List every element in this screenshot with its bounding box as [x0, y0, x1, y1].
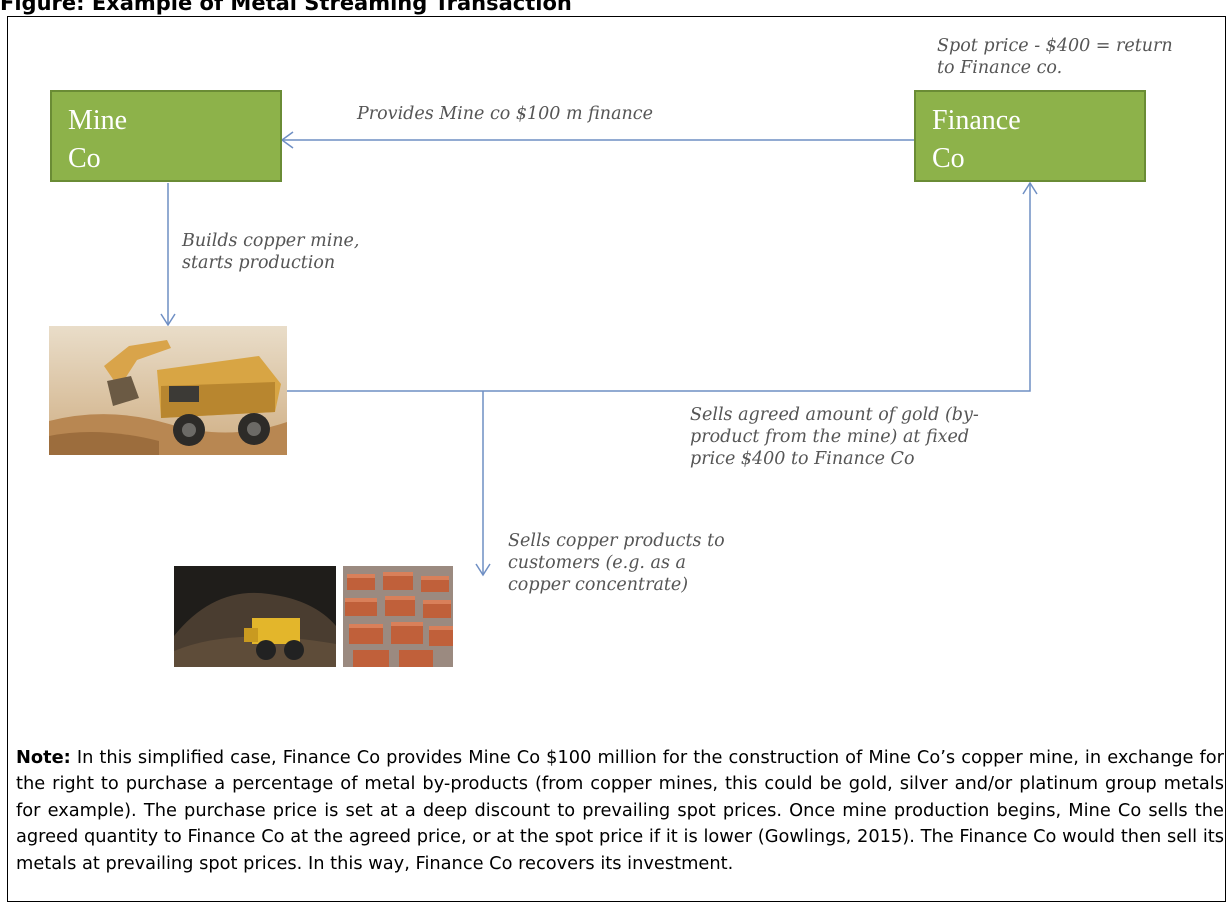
- finance-co-box: Finance Co: [914, 90, 1146, 182]
- spot-return-label: Spot price - $400 = return to Finance co…: [937, 36, 1173, 78]
- finance-co-line-1: Finance: [932, 105, 1021, 136]
- figure-frame: [7, 16, 1226, 902]
- note-lead: Note:: [16, 747, 71, 768]
- gold-to-finance-arrowhead: [1022, 181, 1038, 195]
- mine-to-production-arrowhead: [160, 313, 176, 327]
- figure-title: Figure: Example of Metal Streaming Trans…: [0, 0, 572, 15]
- builds-mine-label: Builds copper mine, starts production: [182, 231, 360, 273]
- copper-to-customers-arrowhead: [475, 563, 491, 577]
- mining-truck-photo: [49, 326, 287, 455]
- mine-co-line-2: Co: [68, 143, 101, 174]
- provides-finance-label: Provides Mine co $100 m finance: [357, 104, 653, 124]
- loader-stockpile-photo: [174, 566, 336, 667]
- mine-co-line-1: Mine: [68, 105, 128, 136]
- note-text: In this simplified case, Finance Co prov…: [16, 747, 1224, 874]
- finance-co-line-2: Co: [932, 143, 965, 174]
- sells-gold-label: Sells agreed amount of gold (by- product…: [690, 405, 979, 469]
- sells-copper-label: Sells copper products to customers (e.g.…: [508, 531, 725, 595]
- mine-co-box: Mine Co: [50, 90, 282, 182]
- copper-cathodes-photo: [343, 566, 453, 667]
- finance-to-mine-arrowhead: [280, 131, 294, 149]
- gold-to-finance-arrow: [287, 183, 1031, 392]
- figure-note: Note: In this simplified case, Finance C…: [16, 745, 1224, 877]
